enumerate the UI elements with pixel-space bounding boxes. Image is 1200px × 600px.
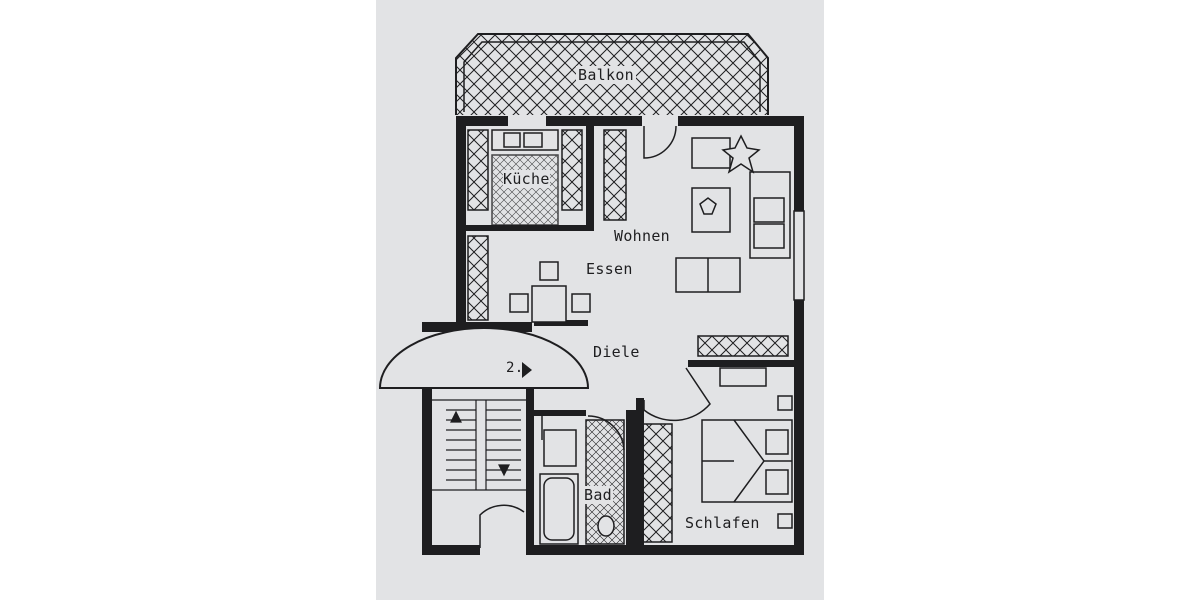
- kitchen-units: [467, 129, 627, 226]
- label-diele: Diele: [593, 343, 640, 361]
- living-furniture: [675, 134, 791, 293]
- label-bad: Bad: [583, 486, 613, 504]
- bedroom-furniture: [701, 395, 793, 529]
- label-essen: Essen: [586, 260, 633, 278]
- label-wohnen: Wohnen: [614, 227, 670, 245]
- doors: [479, 125, 711, 548]
- label-kueche: Küche: [503, 170, 550, 188]
- wardrobe: [467, 235, 789, 543]
- dining-set: [509, 261, 591, 323]
- floor-plan-drawing: [378, 33, 805, 555]
- window-living: [793, 210, 805, 301]
- label-balkon: Balkon: [576, 66, 636, 84]
- label-schlafen: Schlafen: [685, 514, 760, 532]
- stairs: [432, 399, 526, 491]
- bathroom: [539, 419, 625, 545]
- exterior-walls: [422, 116, 804, 555]
- entrance-landing: [378, 327, 590, 389]
- floor-plan-sheet: Balkon Küche Wohnen Essen Diele Bad Schl…: [376, 0, 824, 600]
- stair-arrow: [522, 362, 532, 378]
- label-stair-level: 2.: [506, 360, 524, 376]
